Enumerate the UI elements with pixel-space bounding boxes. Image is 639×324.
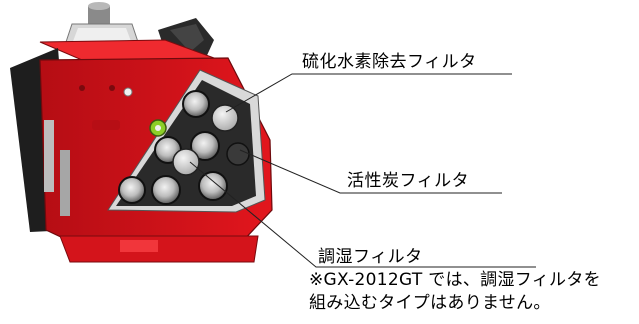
screw-hole xyxy=(79,85,85,91)
charcoal-filter-label: 活性炭フィルタ xyxy=(347,171,470,191)
leader-line-charcoal xyxy=(239,149,502,194)
screw-hole xyxy=(109,85,115,91)
leader-line-h2s xyxy=(225,73,512,113)
screw-icon xyxy=(123,87,133,97)
emboss-logo xyxy=(92,120,120,130)
callout-lines xyxy=(189,73,536,268)
left-panel xyxy=(44,120,54,192)
device-base xyxy=(59,235,259,263)
note-line-2: 組み込むタイプはありません。 xyxy=(309,293,551,313)
left-panel-2 xyxy=(60,150,70,216)
leader-line-humidity xyxy=(189,161,536,268)
base-detail xyxy=(120,240,158,252)
model-note: ※GX-2012GT では、調湿フィルタを 組み込むタイプはありません。 xyxy=(309,269,601,315)
filter-lenses xyxy=(118,90,250,205)
humidity-filter-label: 調湿フィルタ xyxy=(318,247,423,267)
h2s-filter-label: 硫化水素除去フィルタ xyxy=(302,52,477,72)
note-line-1: ※GX-2012GT では、調湿フィルタを xyxy=(309,270,601,290)
